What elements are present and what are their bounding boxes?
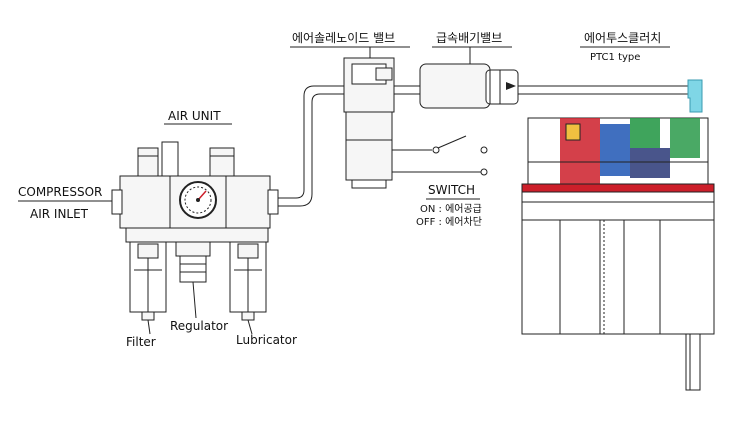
switch-on-label: ON : 에어공급: [420, 203, 482, 215]
regulator-bracket-left: [161, 141, 179, 177]
air-unit: AIR UNIT: [111, 109, 297, 349]
lubricator-bowl: [229, 241, 267, 321]
switch-off-label: OFF : 에어차단: [416, 216, 482, 228]
pressure-gauge: [179, 181, 217, 219]
regulator-label: Regulator: [170, 319, 228, 333]
filter-bowl: [129, 241, 167, 321]
air-inlet-label: AIR INLET: [30, 207, 89, 221]
switch: SWITCH ON : 에어공급 OFF : 에어차단: [416, 135, 488, 228]
switch-label: SWITCH: [428, 183, 475, 197]
regulator-body: [175, 241, 211, 283]
filter-top-knob: [137, 147, 159, 177]
ptc-type-label: PTC1 type: [590, 52, 640, 63]
air-pipe: [278, 85, 688, 207]
clutch-shaft: [685, 333, 701, 391]
lubricator-top-cap: [209, 147, 235, 177]
air-clutch: 에어투스클러치 PTC1 type: [521, 31, 715, 391]
outlet-port: [267, 189, 279, 215]
clutch-drum: [521, 201, 715, 335]
clutch-red-band: [521, 183, 715, 193]
air-unit-label: AIR UNIT: [168, 109, 221, 123]
inlet-port: [111, 189, 123, 215]
quick-exhaust-valve-label: 급속배기밸브: [436, 31, 502, 45]
air-unit-base: [125, 227, 269, 243]
quick-exhaust-valve: 급속배기밸브: [419, 31, 519, 109]
compressor-inlet-label: COMPRESSOR AIR INLET: [18, 185, 118, 221]
air-fitting: [687, 79, 703, 113]
solenoid-valve-label: 에어솔레노이드 밸브: [292, 31, 395, 45]
air-clutch-label: 에어투스클러치: [584, 31, 661, 45]
lubricator-label: Lubricator: [236, 333, 297, 347]
compressor-label: COMPRESSOR: [18, 185, 102, 199]
filter-label: Filter: [126, 335, 156, 349]
solenoid-valve: 에어솔레노이드 밸브: [290, 31, 484, 189]
